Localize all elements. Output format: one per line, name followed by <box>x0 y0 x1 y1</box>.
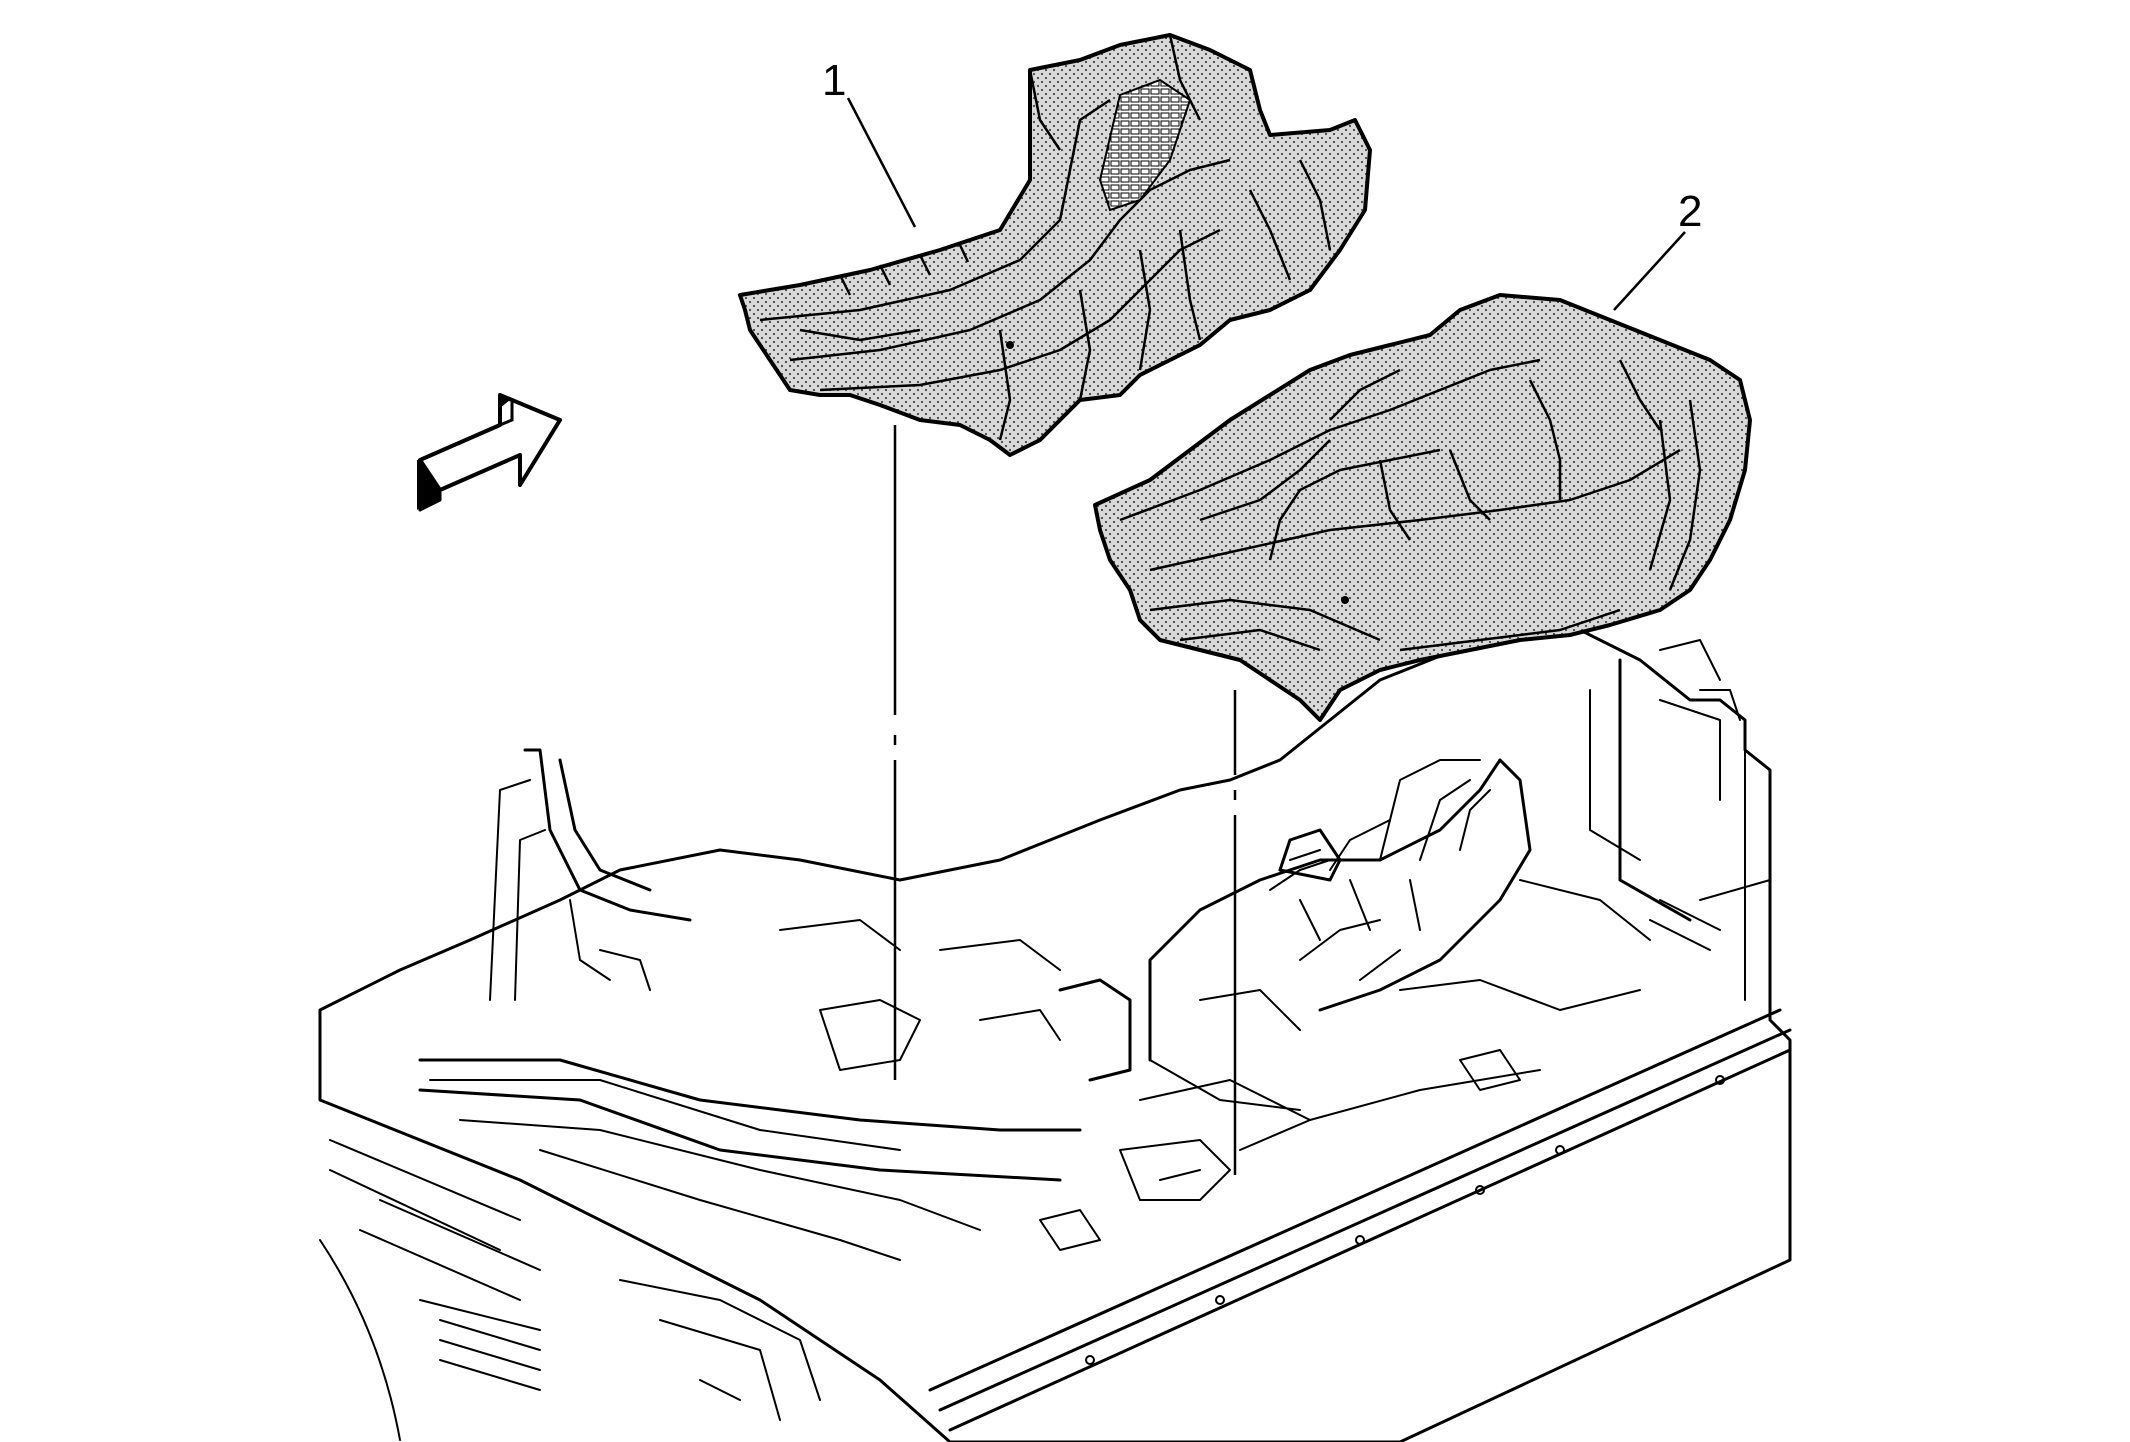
vehicle-floor-body <box>318 618 1792 1442</box>
callout-1-label: 1 <box>822 56 846 105</box>
part-1-front-insulator <box>738 33 1372 457</box>
callout-2-label: 2 <box>1678 187 1702 236</box>
part-2-rear-insulator <box>1093 293 1752 722</box>
sill-holes <box>1085 1075 1725 1365</box>
callout-leaders <box>846 97 1686 1175</box>
forward-arrow-icon <box>417 393 562 512</box>
